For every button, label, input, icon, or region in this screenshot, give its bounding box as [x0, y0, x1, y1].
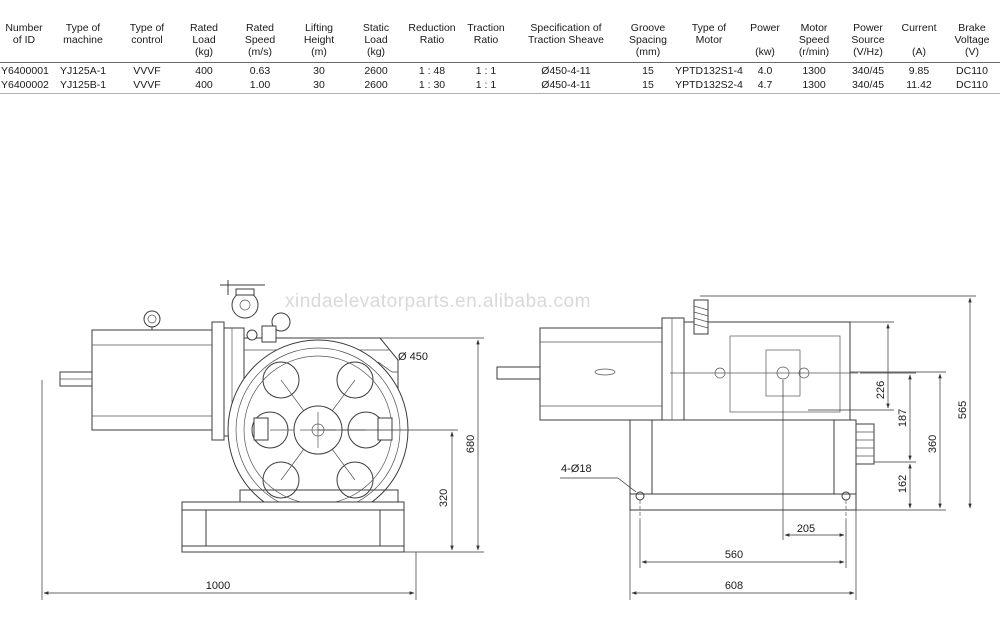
header-rated-speed: Rated Speed (m/s) — [232, 22, 288, 63]
dim-608: 608 — [725, 580, 743, 592]
table-cell: DC110 — [944, 77, 1000, 94]
table-cell: VVVF — [133, 65, 161, 77]
table-cell: 2600 — [350, 77, 402, 94]
header-static-load: Static Load (kg) — [350, 22, 402, 63]
table-cell: 2600 — [364, 65, 388, 77]
table-cell: 30 — [288, 77, 350, 94]
header-power-source: Power Source (V/Hz) — [842, 22, 894, 63]
mount-holes-label: 4-Ø18 — [561, 463, 592, 475]
header-reduction-ratio: Reduction Ratio — [402, 22, 462, 63]
table-cell: 400 — [176, 77, 232, 94]
table-cell: Y6400002 — [0, 77, 49, 94]
table-cell: 340/45 — [851, 65, 885, 77]
table-cell: DC110 — [956, 65, 988, 77]
dim-565: 565 — [957, 401, 969, 419]
table-row: Y6400002 YJ125B-1 VVVF 400 1.00 30 2600 … — [0, 77, 1000, 94]
header-brake-voltage: Brake Voltage (V) — [944, 22, 1000, 63]
table-cell: 1 : 1 — [475, 65, 497, 77]
table-cell: VVVF — [118, 77, 176, 94]
header-motor-speed: Motor Speed (r/min) — [786, 22, 842, 63]
header-sheave-spec: Specification of Traction Sheave — [510, 22, 622, 63]
side-view: 4-Ø18 226 187 162 360 565 205 560 608 — [496, 295, 976, 600]
header-lifting-height: Lifting Height (m) — [288, 22, 350, 63]
side-motor-shaft — [496, 366, 541, 380]
motor-flange — [211, 321, 225, 441]
table-cell: 9.85 — [908, 65, 930, 77]
watermark: xindaelevatorparts.en.alibaba.com — [285, 291, 591, 312]
table-cell: 15 — [642, 65, 654, 77]
dim-360: 360 — [927, 435, 939, 453]
specification-table: Number of ID Type of machine Type of con… — [0, 22, 1000, 94]
table-cell: 1 : 48 — [418, 65, 446, 77]
header-rated-load: Rated Load (kg) — [176, 22, 232, 63]
side-gearbox — [683, 321, 851, 423]
dim-560: 560 — [725, 549, 743, 561]
table-cell: YJ125A-1 — [59, 65, 107, 77]
table-cell: YPTD132S1-4 — [675, 65, 743, 77]
dim-total-length: 1000 — [206, 580, 230, 592]
table-cell: YPTD132S2-4 — [674, 77, 744, 94]
table-cell: 4.7 — [744, 77, 786, 94]
table-cell: Ø450-4-11 — [510, 77, 622, 94]
table-cell: 30 — [313, 65, 325, 77]
front-view: Ø 450 680 320 1000 — [41, 280, 484, 600]
brake-spring — [693, 299, 709, 335]
table-cell: 1300 — [786, 77, 842, 94]
dim-187: 187 — [897, 409, 909, 427]
side-motor-housing — [539, 327, 663, 421]
header-current: Current (A) — [894, 22, 944, 63]
table-header-row: Number of ID Type of machine Type of con… — [0, 22, 1000, 63]
table-cell: Ø450-4-11 — [541, 65, 591, 77]
dim-total-height: 680 — [465, 435, 477, 453]
side-base-frame — [629, 419, 857, 511]
header-power: Power (kw) — [744, 22, 786, 63]
table-cell: 340/45 — [842, 77, 894, 94]
brake-drum — [231, 291, 259, 319]
lifting-eye — [143, 310, 161, 328]
table-row: Y6400001 YJ125A-1 VVVF 400 0.63 30 2600 … — [0, 63, 1000, 78]
header-traction-ratio: Traction Ratio — [462, 22, 510, 63]
table-cell: 400 — [195, 65, 213, 77]
table-cell: 1300 — [802, 65, 826, 77]
table-cell: 1.00 — [232, 77, 288, 94]
table-cell: 0.63 — [249, 65, 271, 77]
header-groove-spacing: Groove Spacing (mm) — [622, 22, 674, 63]
motor-housing — [91, 329, 215, 431]
header-id: Number of ID — [0, 22, 48, 63]
table-cell: 1 : 1 — [462, 77, 510, 94]
table-cell: 15 — [622, 77, 674, 94]
header-machine: Type of machine — [48, 22, 118, 63]
table-cell: 11.42 — [894, 77, 944, 94]
table-cell: Y6400001 — [1, 65, 49, 77]
dim-205: 205 — [797, 523, 815, 535]
table-cell: YJ125B-1 — [48, 77, 118, 94]
dim-162: 162 — [897, 475, 909, 493]
header-control: Type of control — [118, 22, 176, 63]
header-motor-type: Type of Motor — [674, 22, 744, 63]
sheave-diameter-label: Ø 450 — [398, 351, 428, 363]
dim-226: 226 — [875, 381, 887, 399]
table-cell: 1 : 30 — [402, 77, 462, 94]
dim-shaft-height: 320 — [438, 489, 450, 507]
table-cell: 4.0 — [757, 65, 773, 77]
